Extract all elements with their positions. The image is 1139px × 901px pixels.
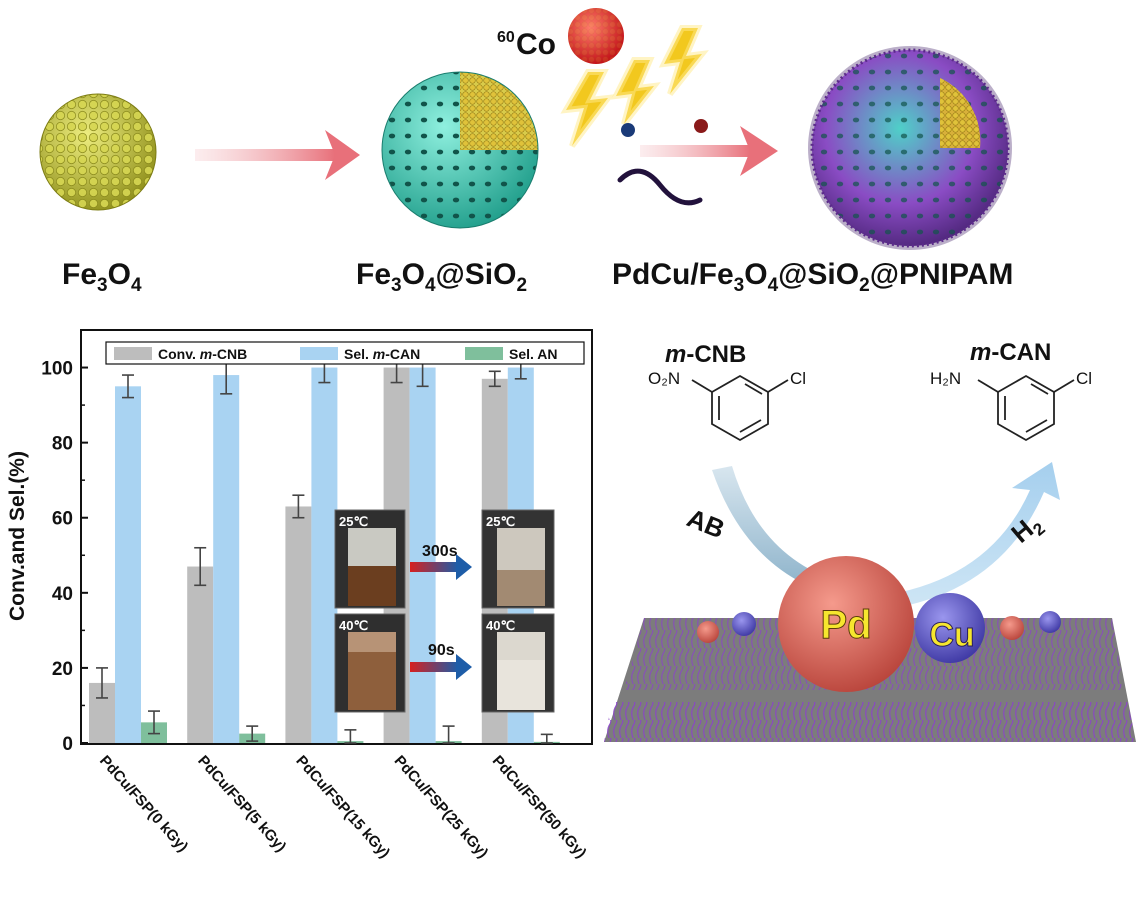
y-tick-label: 0 [62,734,73,755]
electron-particle [621,123,635,137]
small-pd-particle [697,621,719,643]
vial-photo-25c-before: 25℃ [334,509,406,609]
pdcu-composite-particle [808,46,1012,250]
temp-label-25c: 25℃ [339,514,368,529]
inset-vial-photos: 25℃ 25℃ 40℃ 40℃ 300s [334,509,555,713]
x-category-label: PdCu/FSP(25 kGy) [391,752,492,861]
small-cu-particle-2 [1039,611,1061,633]
reactant-chloro: Cl [790,369,806,388]
legend-swatch [114,347,152,360]
vial-photo-40c-before: 40℃ [334,613,406,713]
time-arrow-1 [410,554,472,580]
x-category-label: PdCu/FSP(5 kGy) [194,752,289,855]
top-scheme: 60 Co [39,8,1013,296]
polymer-chain [617,168,703,206]
fe3o4-sio2-particle [381,71,539,229]
legend-label: Sel. m-CAN [344,346,420,362]
cu-particle [915,593,985,663]
error-bars [96,347,553,744]
reductant-label: AB [683,503,729,545]
pd-label: Pd [820,603,871,647]
bar-1-0 [115,386,141,743]
legend-label: Conv. m-CNB [158,346,247,362]
bar-0-1 [187,566,214,743]
y-tick-label: 80 [52,434,73,455]
legend-box [105,341,585,365]
legend-label: Sel. AN [509,346,558,362]
x-category-label: PdCu/FSP(15 kGy) [292,752,393,861]
y-axis-ticks: 0 20 40 60 80 100 [41,359,88,755]
co-label: Co [516,28,556,61]
reactant-name: m-CNB [665,341,746,368]
pnipam-brushes [604,702,1136,742]
time-arrow-2 [410,654,472,680]
fe3o4-particle [39,93,157,211]
label-fe3o4-sio2: Fe3O4@SiO2 [356,258,527,296]
x-category-label: PdCu/FSP(50 kGy) [489,752,590,861]
gamma-ray-bolts [560,25,709,148]
small-cu-particle [732,612,756,636]
x-category-label: PdCu/FSP(0 kGy) [96,752,191,855]
small-pd-particle-2 [1000,616,1024,640]
legend-swatch [465,347,503,360]
reactant-nitro-group: O₂N [648,369,680,388]
product-name: m-CAN [970,339,1051,366]
radiation-source: 60 Co [497,8,709,206]
bar-1-1 [213,375,240,743]
legend-swatch [300,347,338,360]
bar-chart: Conv.and Sel.(%) 0 20 40 60 80 100 PdCu/FSP(0… [6,329,593,862]
synthesis-arrow-1 [195,130,360,180]
label-fe3o4: Fe3O4 [62,258,142,296]
product-benzene-ring [977,374,1075,442]
product-amino-group: H₂N [930,369,961,388]
temp-label-40c-after: 40℃ [486,618,515,633]
time-label-300s: 300s [422,543,458,560]
temp-label-25c-after: 25℃ [486,514,515,529]
y-tick-label: 100 [41,359,73,380]
product-chloro: Cl [1076,369,1092,388]
synthesis-arrow-2 [640,126,778,176]
time-label-90s: 90s [428,642,455,659]
radical-particle [694,119,708,133]
y-tick-label: 40 [52,584,73,605]
reactant-benzene-ring [691,374,789,442]
reaction-scheme: m-CNB O₂N Cl m-CAN H₂N Cl AB H2 [604,339,1136,742]
legend-items: Conv. m-CNB Sel. m-CAN Sel. AN [114,346,558,362]
bar-1-2 [311,367,338,743]
chart-legend: Conv. m-CNB Sel. m-CAN Sel. AN [105,341,585,365]
temp-label-40c: 40℃ [339,618,368,633]
y-axis-title: Conv.and Sel.(%) [6,451,29,621]
vial-photo-40c-after: 40℃ [481,613,555,713]
bar-0-2 [285,506,312,743]
pd-particle [778,556,914,692]
bar-1-3 [409,367,436,743]
co-isotope-number: 60 [497,29,515,46]
y-tick-label: 60 [52,509,73,530]
y-tick-label: 20 [52,659,73,680]
label-pdcu-composite: PdCu/Fe3O4@SiO2@PNIPAM [612,258,1013,296]
vial-photo-25c-after: 25℃ [481,509,555,609]
x-axis-labels: PdCu/FSP(0 kGy)PdCu/FSP(5 kGy)PdCu/FSP(1… [96,752,590,861]
cu-label: Cu [929,616,974,654]
